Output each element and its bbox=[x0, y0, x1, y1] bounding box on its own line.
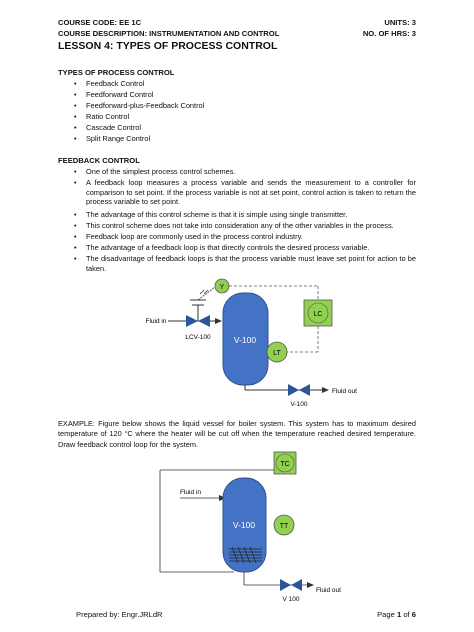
heater-coil bbox=[229, 546, 262, 564]
vessel-label: V-100 bbox=[234, 335, 256, 345]
vessel-v100-2 bbox=[222, 477, 267, 573]
inlet-valve-left bbox=[186, 315, 198, 327]
feedback-heading: FEEDBACK CONTROL bbox=[58, 156, 140, 165]
outlet-valve-label-2: V 100 bbox=[283, 596, 300, 603]
lesson-title: LESSON 4: TYPES OF PROCESS CONTROL bbox=[58, 40, 278, 52]
hours: NO. OF HRS: 3 bbox=[362, 29, 416, 38]
lt-circle bbox=[266, 341, 288, 363]
inlet-valve-label: LCV-100 bbox=[185, 334, 211, 341]
relay-y-label: Y bbox=[220, 284, 225, 291]
inlet-arrow bbox=[215, 318, 222, 324]
inlet-valve-right bbox=[198, 315, 210, 327]
fluid-out-label-2: Fluid out bbox=[316, 587, 341, 594]
example-text: EXAMPLE: Figure below shows the liquid v… bbox=[58, 419, 416, 449]
list-item: • The disadvantage of feedback loops is … bbox=[74, 254, 416, 273]
outlet-valve-2-left bbox=[280, 579, 291, 591]
lt-label: LT bbox=[273, 350, 281, 357]
fluid-out-label: Fluid out bbox=[332, 388, 357, 395]
list-item: •The advantage of this control scheme is… bbox=[74, 210, 348, 219]
tt-label: TT bbox=[280, 523, 289, 530]
list-item: •This control scheme does not take into … bbox=[74, 221, 394, 230]
list-item: •Feedback Control bbox=[74, 79, 145, 88]
fluid-in-label-2: Fluid in bbox=[180, 489, 201, 496]
types-heading: TYPES OF PROCESS CONTROL bbox=[58, 68, 175, 77]
list-item: •A feedback loop measures a process vari… bbox=[74, 178, 416, 207]
vessel-label-2: V-100 bbox=[233, 520, 255, 530]
page-number: Page 1 of 6 bbox=[377, 610, 416, 619]
list-item: • The advantage of a feedback loop is th… bbox=[74, 243, 370, 252]
list-item: •Split Range Control bbox=[74, 134, 151, 143]
tt-circle bbox=[273, 514, 295, 536]
lc-label: LC bbox=[314, 311, 323, 318]
list-item: •Ratio Control bbox=[74, 112, 130, 121]
list-item: •Feedforward-plus-Feedback Control bbox=[74, 101, 205, 110]
outlet-valve-left bbox=[288, 384, 299, 396]
units: UNITS: 3 bbox=[384, 18, 416, 27]
tc-label: TC bbox=[280, 461, 289, 468]
outlet-valve-right bbox=[299, 384, 310, 396]
outlet-valve-2-right bbox=[291, 579, 302, 591]
list-item: •Feedforward Control bbox=[74, 90, 154, 99]
tc-box bbox=[273, 451, 297, 475]
list-item: •One of the simplest process control sch… bbox=[74, 167, 236, 176]
outlet-valve-label: V-100 bbox=[291, 401, 308, 408]
course-description: COURSE DESCRIPTION: INSTRUMENTATION AND … bbox=[58, 29, 280, 38]
fluid-in-label: Fluid in bbox=[146, 318, 167, 325]
prepared-by: Prepared by: Engr.JRLdR bbox=[76, 610, 163, 619]
course-code: COURSE CODE: EE 1C bbox=[58, 18, 142, 27]
list-item: •Cascade Control bbox=[74, 123, 142, 132]
list-item: •Feedback loop are commonly used in the … bbox=[74, 232, 303, 241]
